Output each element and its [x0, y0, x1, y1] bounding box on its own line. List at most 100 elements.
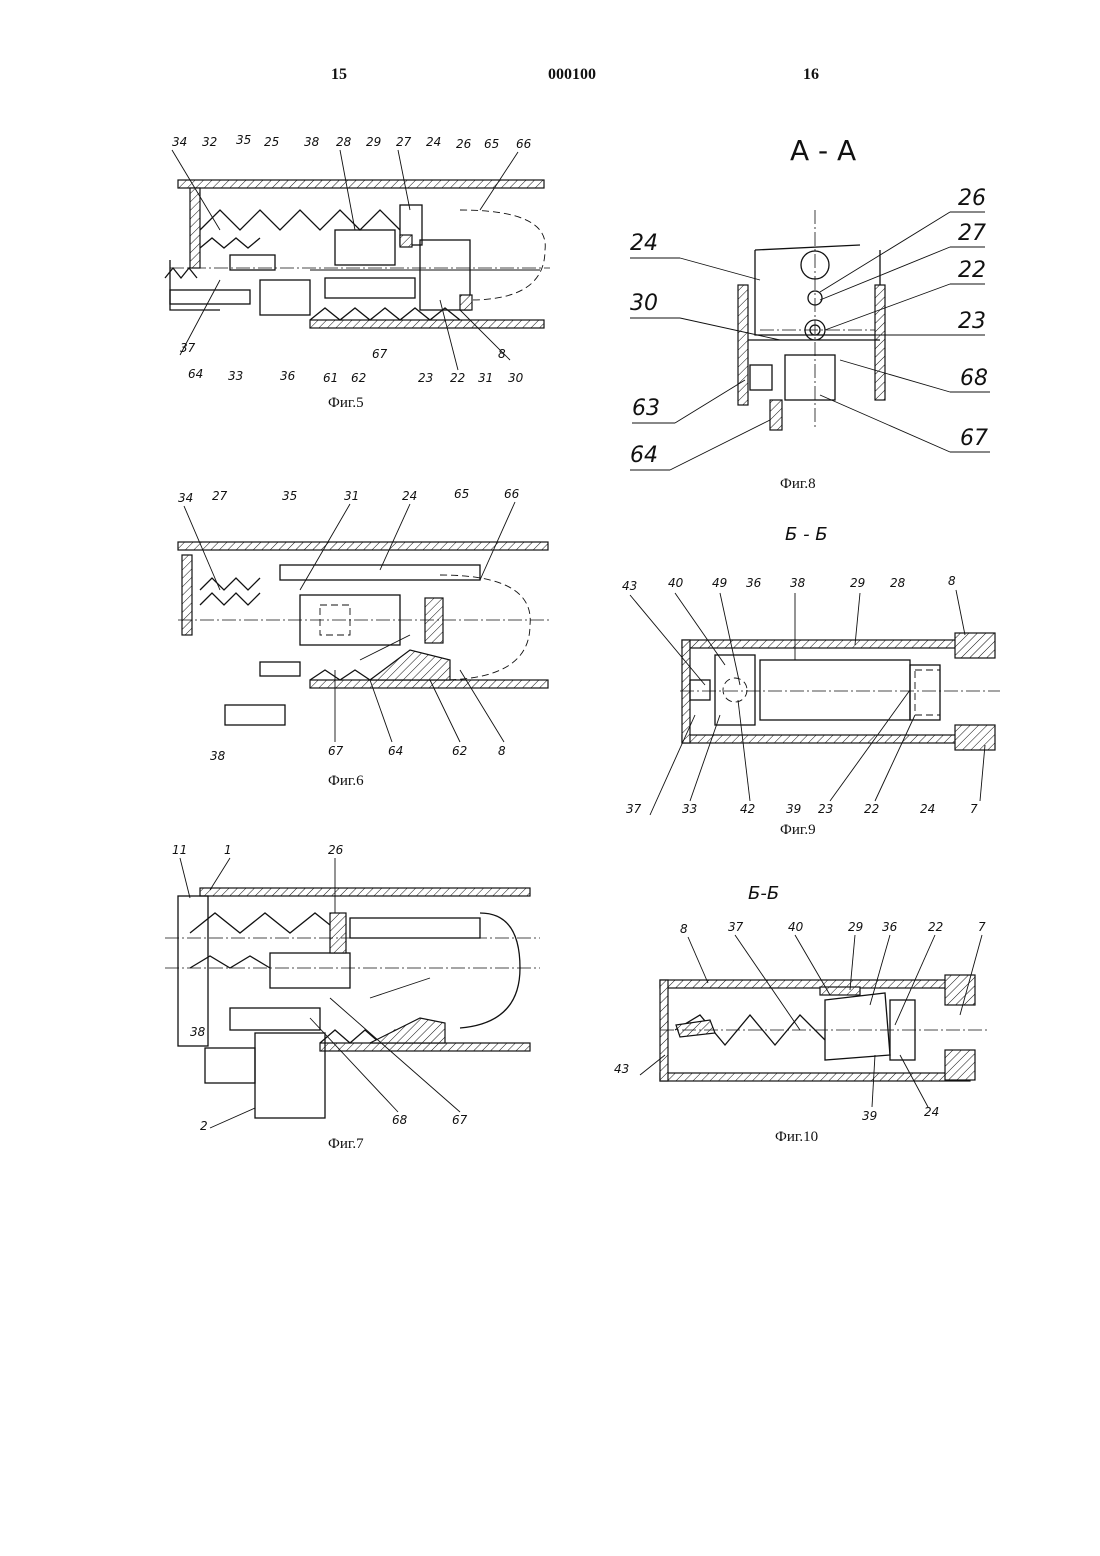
- label: 62: [452, 744, 467, 758]
- fig9-drawing: [680, 633, 1000, 750]
- figure-7: 11 1 26 38 2 68 67: [160, 838, 550, 1138]
- fig9-caption: Фиг.9: [780, 822, 816, 839]
- label: 43: [614, 1062, 629, 1076]
- label: 38: [790, 576, 806, 590]
- label: 1: [224, 843, 232, 857]
- label: 35: [236, 133, 251, 147]
- label: 36: [280, 369, 296, 383]
- label: 64: [388, 744, 403, 758]
- label: 36: [746, 576, 762, 590]
- fig6-caption: Фиг.6: [328, 773, 364, 790]
- label: 31: [478, 371, 493, 385]
- label: 24: [920, 802, 935, 816]
- section-title: А - А: [790, 134, 856, 167]
- label: 37: [626, 802, 642, 816]
- fig8-caption: Фиг.8: [780, 476, 816, 493]
- label: 61: [323, 371, 338, 385]
- label: 34: [172, 135, 187, 149]
- label: 29: [850, 576, 865, 590]
- label: 65: [454, 487, 469, 501]
- label: 67: [372, 347, 388, 361]
- label: 33: [682, 802, 697, 816]
- label: 64: [630, 443, 658, 468]
- label: 26: [958, 186, 986, 211]
- label: 24: [402, 489, 417, 503]
- label: 29: [848, 920, 863, 934]
- label: 26: [328, 843, 344, 857]
- page-number-right: 16: [803, 66, 819, 84]
- figure-6: 34 27 35 31 24 65 66 38 67 64 62 8: [170, 480, 560, 770]
- label: 35: [282, 489, 297, 503]
- label: 22: [958, 258, 986, 283]
- label: 23: [818, 802, 833, 816]
- fig7-caption: Фиг.7: [328, 1136, 364, 1153]
- label: 7: [970, 802, 978, 816]
- label: 62: [351, 371, 366, 385]
- figure-8: А - А 24 30 63 64 26 27 22 23 68 67: [620, 120, 1010, 480]
- label: 22: [864, 802, 879, 816]
- label: 11: [172, 843, 187, 857]
- label: 30: [630, 291, 658, 316]
- label: 36: [882, 920, 898, 934]
- fig6-labels: 34 27 35 31 24 65 66 38 67 64 62 8: [178, 487, 520, 763]
- fig10-drawing: [660, 975, 990, 1081]
- label: 28: [890, 576, 906, 590]
- label: 28: [336, 135, 352, 149]
- figure-10: Б-Б 8 37 40 29 36 22 7 43 39 24: [610, 875, 1000, 1135]
- label: 29: [366, 135, 381, 149]
- label: 25: [264, 135, 279, 149]
- label: 66: [516, 137, 532, 151]
- label: 67: [452, 1113, 468, 1127]
- label: 24: [630, 231, 658, 256]
- fig10-labels: 8 37 40 29 36 22 7 43 39 24: [614, 920, 986, 1123]
- label: 8: [498, 744, 506, 758]
- label: 40: [668, 576, 684, 590]
- label: 43: [622, 579, 637, 593]
- fig5-drawing: [165, 180, 550, 328]
- section-title: Б-Б: [748, 883, 779, 904]
- label: 26: [456, 137, 472, 151]
- label: 33: [228, 369, 243, 383]
- label: 67: [328, 744, 344, 758]
- label: 8: [948, 574, 956, 588]
- label: 30: [508, 371, 524, 385]
- label: 68: [960, 366, 988, 391]
- figure-5: 34 32 35 25 38 28 29 27 24 26 65 66 37 6…: [160, 130, 560, 400]
- label: 32: [202, 135, 217, 149]
- label: 22: [928, 920, 943, 934]
- label: 27: [212, 489, 228, 503]
- label: 2: [200, 1119, 208, 1133]
- section-title: Б - Б: [785, 524, 828, 545]
- label: 68: [392, 1113, 408, 1127]
- document-number: 000100: [548, 66, 596, 84]
- label: 42: [740, 802, 755, 816]
- label: 24: [426, 135, 441, 149]
- fig10-caption: Фиг.10: [775, 1129, 818, 1146]
- label: 39: [786, 802, 801, 816]
- label: 7: [978, 920, 986, 934]
- label: 65: [484, 137, 499, 151]
- fig5-caption: Фиг.5: [328, 395, 364, 412]
- label: 22: [450, 371, 465, 385]
- fig7-drawing: [165, 888, 540, 1118]
- figure-9: Б - Б 43 40 49 36 38 29 28 8 37 33 42 39…: [620, 515, 1010, 825]
- label: 37: [728, 920, 744, 934]
- label: 66: [504, 487, 520, 501]
- label: 31: [344, 489, 359, 503]
- fig6-drawing: [178, 542, 550, 725]
- fig8-drawing: [738, 210, 885, 430]
- page-number-left: 15: [331, 66, 347, 84]
- label: 24: [924, 1105, 939, 1119]
- label: 64: [188, 367, 203, 381]
- label: 27: [396, 135, 412, 149]
- label: 23: [958, 309, 986, 334]
- label: 34: [178, 491, 193, 505]
- label: 39: [862, 1109, 877, 1123]
- label: 38: [190, 1025, 206, 1039]
- label: 27: [958, 221, 986, 246]
- label: 49: [712, 576, 727, 590]
- label: 38: [304, 135, 320, 149]
- label: 38: [210, 749, 226, 763]
- label: 37: [180, 341, 196, 355]
- label: 63: [632, 396, 660, 421]
